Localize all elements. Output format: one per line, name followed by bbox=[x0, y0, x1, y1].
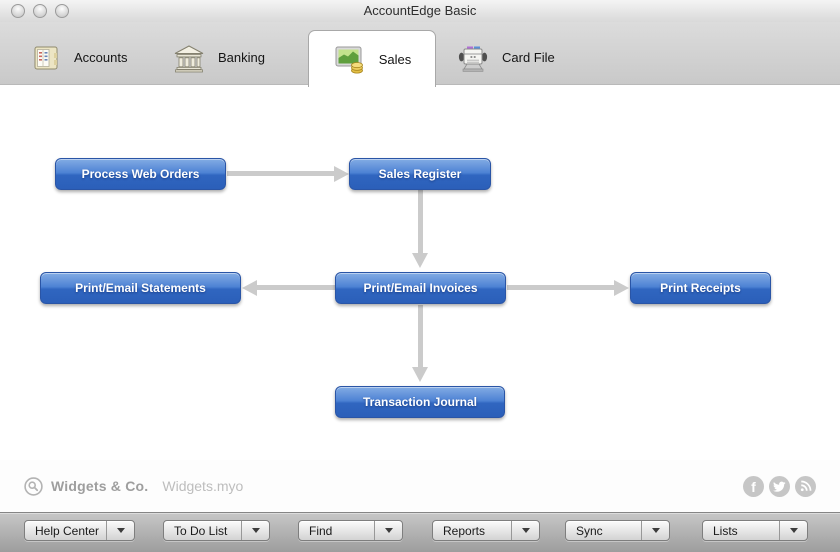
chevron-down-icon bbox=[251, 528, 260, 533]
transaction-journal-label: Transaction Journal bbox=[362, 395, 478, 409]
accounts-ledger-icon bbox=[34, 46, 58, 69]
minimize-button[interactable] bbox=[33, 4, 47, 18]
find-label: Find bbox=[309, 523, 333, 538]
bottom-toolbar: Help Center To Do List Find Reports Sync… bbox=[0, 512, 840, 552]
print-email-invoices-button[interactable]: Print/Email Invoices bbox=[335, 272, 506, 304]
arrow-invoices-to-statements bbox=[257, 285, 335, 290]
transaction-journal-button[interactable]: Transaction Journal bbox=[335, 386, 505, 418]
zoom-button[interactable] bbox=[55, 4, 69, 18]
print-email-statements-button[interactable]: Print/Email Statements bbox=[40, 272, 241, 304]
facebook-icon[interactable]: f bbox=[743, 475, 764, 497]
sales-flowchart: Process Web Orders Sales Register Print/… bbox=[0, 85, 840, 460]
print-email-statements-label: Print/Email Statements bbox=[75, 281, 206, 295]
card-file-rolodex-icon bbox=[458, 46, 488, 72]
arrowhead-right-icon bbox=[614, 280, 629, 296]
chevron-down-icon bbox=[789, 528, 798, 533]
lists-dropdown[interactable] bbox=[779, 521, 807, 540]
arrow-register-to-invoices bbox=[418, 190, 423, 253]
to-do-list-label: To Do List bbox=[174, 523, 228, 538]
company-file-info: Widgets & Co. Widgets.myo bbox=[24, 460, 243, 512]
sales-register-label: Sales Register bbox=[378, 167, 462, 181]
arrowhead-down-icon bbox=[412, 253, 428, 268]
print-email-invoices-label: Print/Email Invoices bbox=[363, 281, 478, 295]
sync-label: Sync bbox=[576, 523, 603, 538]
tab-sales-label: Sales bbox=[378, 51, 412, 67]
tab-bar: Accounts Banking bbox=[0, 22, 840, 87]
reports-button[interactable]: Reports bbox=[432, 520, 540, 541]
company-name: Widgets & Co. bbox=[51, 478, 149, 494]
help-center-label: Help Center bbox=[35, 523, 100, 538]
process-web-orders-label: Process Web Orders bbox=[81, 167, 200, 181]
company-file-name: Widgets.myo bbox=[162, 478, 244, 494]
sales-register-button[interactable]: Sales Register bbox=[349, 158, 491, 190]
sync-dropdown[interactable] bbox=[641, 521, 669, 540]
tab-banking-label: Banking bbox=[218, 50, 265, 65]
arrow-invoices-to-journal bbox=[418, 305, 423, 367]
arrow-invoices-to-receipts bbox=[507, 285, 614, 290]
tab-card-file-label: Card File bbox=[502, 50, 555, 65]
tab-banking[interactable]: Banking bbox=[164, 30, 298, 85]
print-receipts-label: Print Receipts bbox=[660, 281, 741, 295]
lists-button[interactable]: Lists bbox=[702, 520, 808, 541]
help-center-dropdown[interactable] bbox=[106, 521, 134, 540]
tab-accounts-label: Accounts bbox=[74, 50, 128, 65]
reports-dropdown[interactable] bbox=[511, 521, 539, 540]
close-button[interactable] bbox=[11, 4, 25, 18]
tab-card-file[interactable]: Card File bbox=[446, 30, 602, 85]
tab-accounts[interactable]: Accounts bbox=[22, 30, 162, 85]
chevron-down-icon bbox=[521, 528, 530, 533]
title-bar: AccountEdge Basic bbox=[0, 0, 840, 23]
arrowhead-right-icon bbox=[334, 166, 349, 182]
process-web-orders-button[interactable]: Process Web Orders bbox=[55, 158, 226, 190]
to-do-list-dropdown[interactable] bbox=[241, 521, 269, 540]
social-links: f bbox=[743, 460, 816, 512]
twitter-icon[interactable] bbox=[769, 475, 790, 497]
help-center-button[interactable]: Help Center bbox=[24, 520, 135, 541]
find-dropdown[interactable] bbox=[374, 521, 402, 540]
sales-chart-coins-icon bbox=[335, 46, 363, 74]
sync-button[interactable]: Sync bbox=[565, 520, 670, 541]
chevron-down-icon bbox=[384, 528, 393, 533]
reports-label: Reports bbox=[443, 523, 486, 538]
window-title: AccountEdge Basic bbox=[363, 3, 477, 18]
chevron-down-icon bbox=[651, 528, 660, 533]
print-receipts-button[interactable]: Print Receipts bbox=[630, 272, 771, 304]
status-footer: Widgets & Co. Widgets.myo f bbox=[0, 460, 840, 512]
tab-sales[interactable]: Sales bbox=[308, 30, 436, 87]
rss-icon[interactable] bbox=[795, 475, 816, 497]
arrow-web-orders-to-register bbox=[227, 171, 335, 176]
chevron-down-icon bbox=[116, 528, 125, 533]
search-badge-icon bbox=[24, 476, 43, 496]
to-do-list-button[interactable]: To Do List bbox=[163, 520, 270, 541]
banking-bank-icon bbox=[174, 44, 204, 72]
arrowhead-left-icon bbox=[242, 280, 257, 296]
arrowhead-down-icon bbox=[412, 367, 428, 382]
find-button[interactable]: Find bbox=[298, 520, 403, 541]
lists-label: Lists bbox=[713, 523, 738, 538]
